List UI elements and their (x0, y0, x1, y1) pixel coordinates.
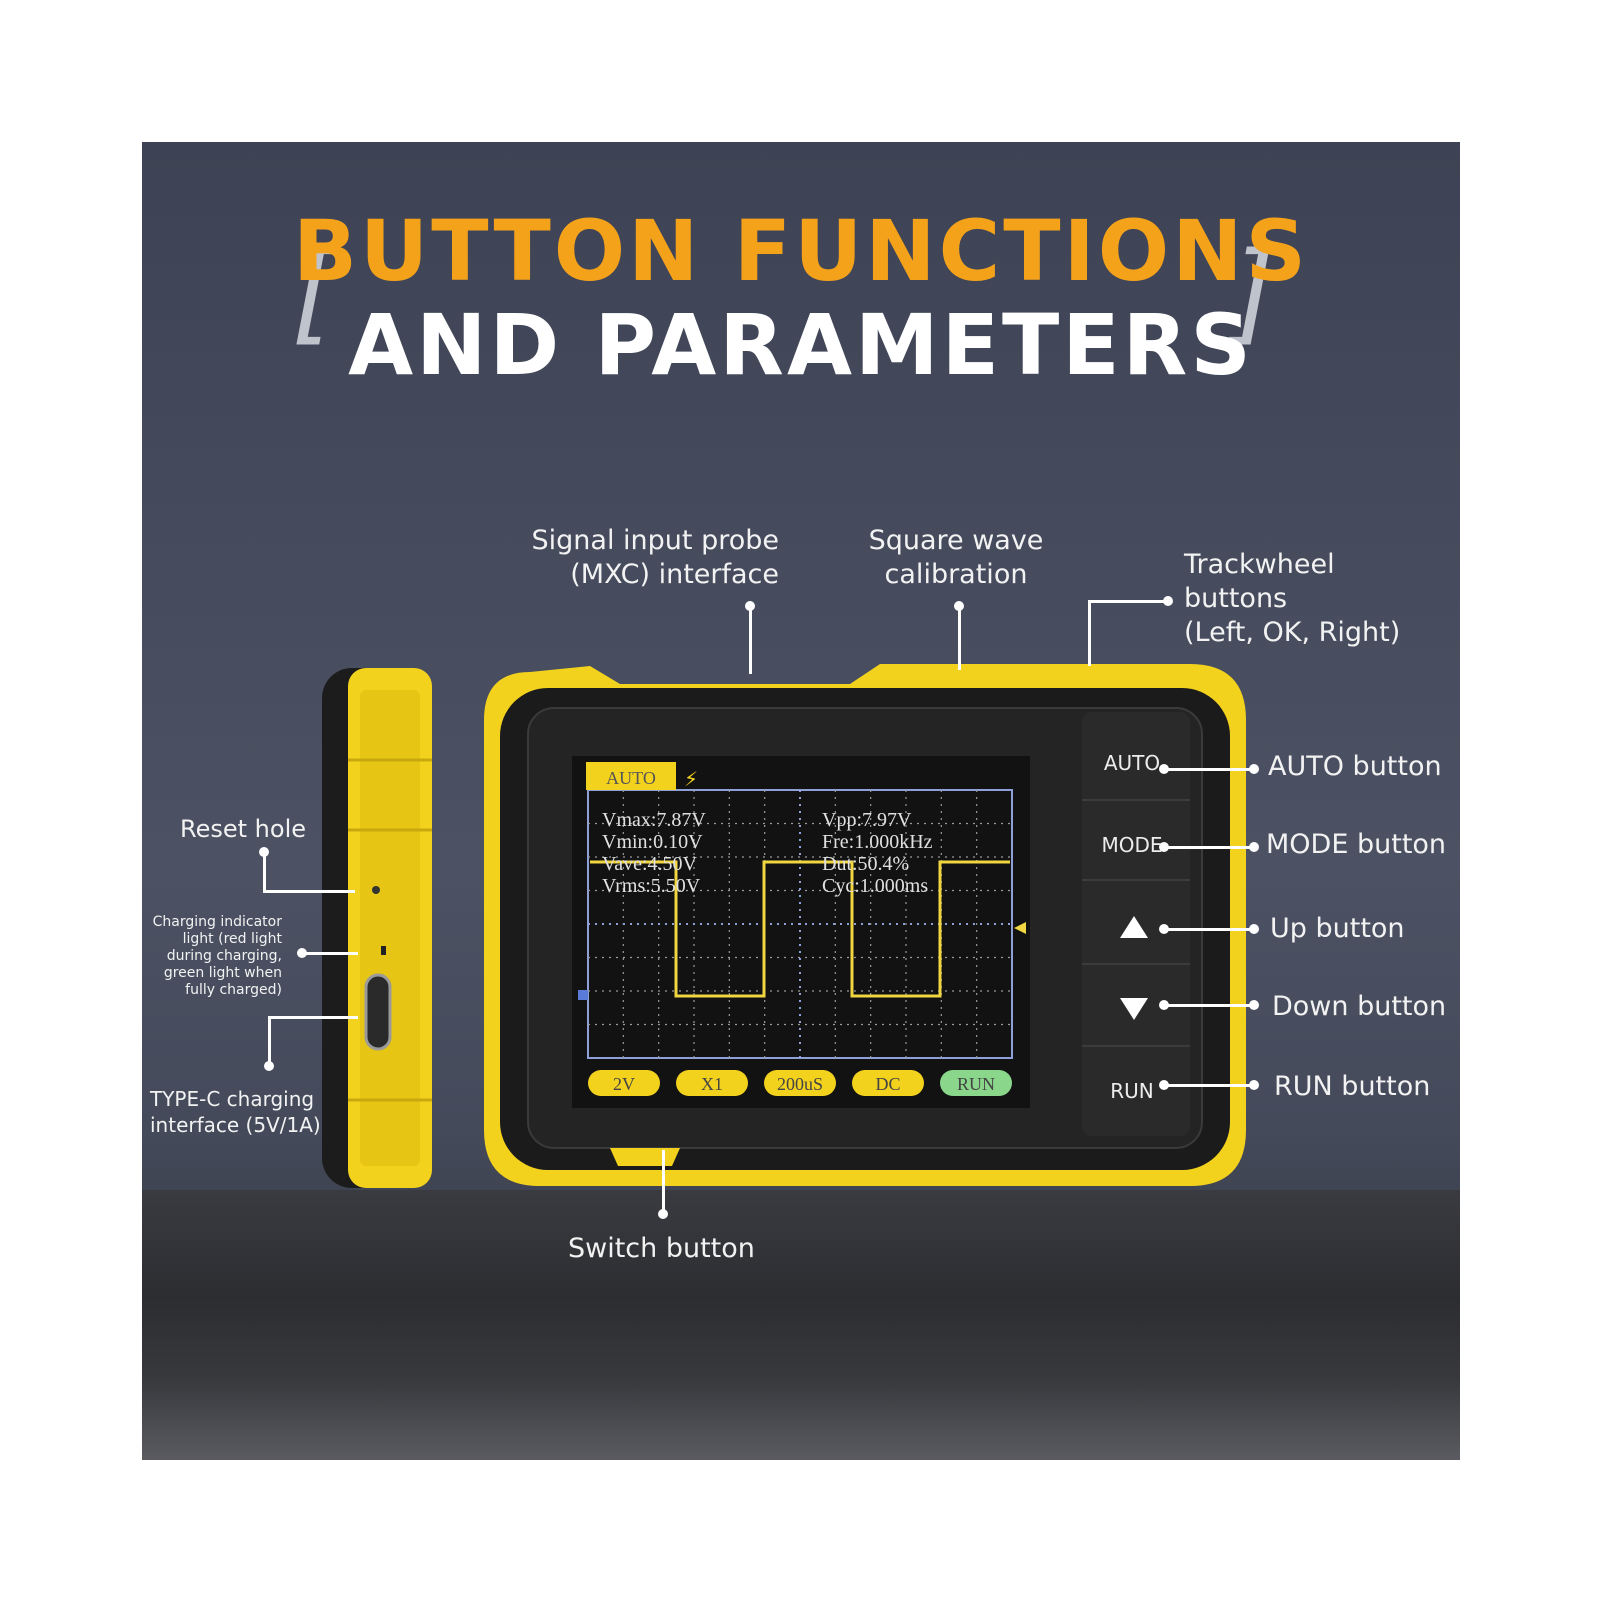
mode-tag (586, 762, 676, 790)
leader-trackwheel-h (1088, 600, 1168, 603)
down-arrow-icon[interactable] (1120, 998, 1148, 1020)
screen-bottom-buttons: 2V X1 200uS DC RUN (588, 1070, 1012, 1096)
reading-fre: Fre:1.000kHz (822, 831, 933, 853)
callout-reset: Reset hole (180, 815, 306, 843)
callout-run: RUN button (1274, 1071, 1431, 1102)
leader-reset-h (263, 890, 355, 893)
callout-switch: Switch button (568, 1233, 755, 1264)
type-c-port (364, 973, 392, 1051)
screen-soft-button-label: RUN (957, 1074, 995, 1094)
leader-typec-h (268, 1016, 358, 1019)
leader-up-dot-a (1159, 924, 1169, 934)
screen-soft-button[interactable] (940, 1070, 1012, 1096)
screen-soft-button[interactable] (764, 1070, 836, 1096)
square-wave-trace (590, 860, 1010, 998)
leader-charging (302, 952, 358, 955)
callout-down: Down button (1272, 991, 1447, 1022)
channel-marker (578, 990, 588, 1000)
reading-vpp: Vpp:7.97V (822, 809, 912, 831)
leader-down (1164, 1004, 1254, 1007)
callout-trackwheel: Trackwheel buttons (Left, OK, Right) (1184, 549, 1401, 648)
device-mode-button[interactable]: MODE (1101, 833, 1162, 857)
leader-typec-v (268, 1016, 271, 1066)
reading-vmax: Vmax:7.87V (602, 809, 706, 831)
callout-up: Up button (1270, 913, 1405, 944)
charging-indicator-light (381, 946, 386, 955)
up-arrow-icon[interactable] (1120, 916, 1148, 938)
leader-probe-dot (745, 601, 755, 611)
screen-soft-button-label: DC (875, 1074, 900, 1094)
leader-auto-dot-a (1159, 764, 1169, 774)
callout-typec: TYPE-C charging interface (5V/1A) (150, 1087, 321, 1137)
callout-square-wave: Square wave calibration (868, 525, 1044, 590)
screen-soft-button-label: X1 (701, 1074, 723, 1094)
device-side-view (322, 668, 432, 1188)
leader-square-wave (958, 606, 961, 670)
leader-mode (1164, 846, 1254, 849)
leader-probe (749, 606, 752, 674)
trigger-level-marker (1014, 922, 1026, 934)
oscilloscope-screen: AUTO ⚡ Vmax:7.87V Vmin:0.10V Vave:4.50V … (572, 756, 1030, 1108)
screen-soft-button-label: 2V (613, 1074, 635, 1094)
leader-auto-dot-b (1249, 764, 1259, 774)
leader-down-dot-b (1249, 1000, 1259, 1010)
trigger-icon: ⚡ (684, 767, 698, 791)
leader-switch-dot (658, 1209, 668, 1219)
leader-trackwheel-dot (1163, 596, 1173, 606)
callout-charging-light: Charging indicator light (red light duri… (152, 914, 282, 998)
reset-hole (372, 886, 380, 894)
leader-auto (1164, 768, 1254, 771)
leader-reset-v (263, 852, 266, 892)
leader-up (1164, 928, 1254, 931)
title-line-2: AND PARAMETERS (348, 296, 1254, 394)
title-bracket-right: ] (1232, 228, 1275, 356)
leader-trackwheel-v (1088, 600, 1091, 666)
leader-mode-dot-b (1249, 842, 1259, 852)
device-auto-button[interactable]: AUTO (1104, 751, 1160, 775)
leader-up-dot-b (1249, 924, 1259, 934)
device-run-button[interactable]: RUN (1110, 1079, 1154, 1103)
title-line-1: BUTTON FUNCTIONS (292, 202, 1309, 300)
screen-grid (588, 790, 1012, 1058)
screen-soft-button[interactable] (588, 1070, 660, 1096)
leader-typec-dot (264, 1061, 274, 1071)
reading-vave: Vave:4.50V (602, 853, 698, 875)
callout-probe: Signal input probe (MXC) interface (531, 525, 779, 590)
mode-tag-label: AUTO (606, 768, 656, 788)
floor-surface (142, 1190, 1460, 1460)
leader-run-dot-a (1159, 1080, 1169, 1090)
leader-charging-dot (297, 948, 307, 958)
leader-down-dot-a (1159, 1000, 1169, 1010)
reading-cyc: Cyc:1.000ms (822, 875, 928, 897)
leader-run (1164, 1084, 1254, 1087)
callout-auto: AUTO button (1268, 751, 1442, 782)
reading-dut: Dut:50.4% (822, 853, 909, 875)
screen-soft-button-label: 200uS (777, 1074, 823, 1094)
leader-square-wave-dot (954, 601, 964, 611)
leader-mode-dot-a (1159, 842, 1169, 852)
reading-vrms: Vrms:5.50V (602, 875, 701, 897)
screen-soft-button[interactable] (676, 1070, 748, 1096)
reading-vmin: Vmin:0.10V (602, 831, 703, 853)
leader-reset-dot (259, 847, 269, 857)
callout-mode: MODE button (1266, 829, 1447, 860)
leader-switch (662, 1150, 665, 1214)
leader-run-dot-b (1249, 1080, 1259, 1090)
title-bracket-left: [ (292, 228, 335, 356)
screen-soft-button[interactable] (852, 1070, 924, 1096)
